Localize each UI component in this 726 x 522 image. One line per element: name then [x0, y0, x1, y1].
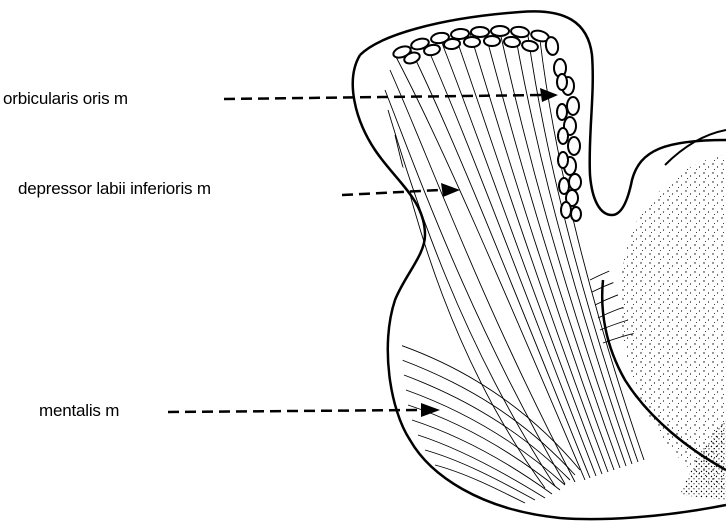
- leader-mentalis: [168, 410, 420, 412]
- stippled-tissue: [620, 130, 726, 500]
- leader-lines: [168, 95, 545, 412]
- leader-orbicularis: [224, 95, 545, 99]
- label-depressor-labii-inferioris: depressor labii inferioris m: [18, 180, 211, 197]
- arrowhead-mentalis: [421, 403, 440, 417]
- muscle-fibres: [385, 32, 656, 503]
- label-mentalis: mentalis m: [39, 402, 119, 419]
- label-orbicularis-oris: orbicularis oris m: [3, 90, 128, 107]
